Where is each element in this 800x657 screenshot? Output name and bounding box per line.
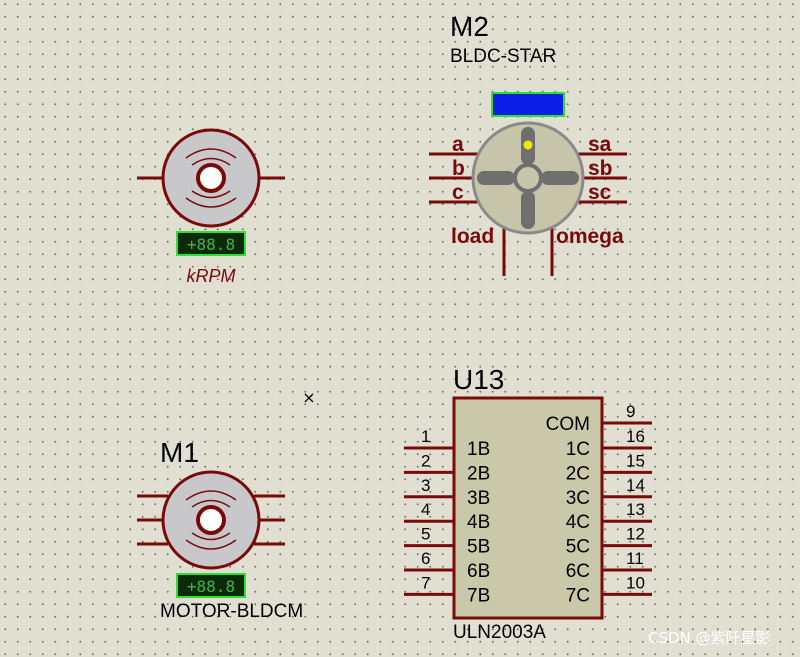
motor-top-arc: [191, 190, 231, 199]
m1-reference: M1: [160, 437, 199, 468]
u13-pin-label: 2B: [467, 463, 490, 484]
m2-pin-label-load: load: [451, 225, 494, 248]
u13-pin-label: 4C: [566, 512, 590, 533]
u13-reference: U13: [453, 364, 504, 395]
u13-pin-number: 4: [421, 500, 430, 519]
u13-right-pins: 16 1C 15 2C 14 3C 13 4C 12 5C 11 6C 10 7C: [566, 427, 652, 606]
u13-left-pins: 1 1B 2 2B 3 3B 4 4B 5 5B 6 6B 7 7B: [404, 427, 490, 606]
m1-display-value: +88.8: [187, 577, 235, 596]
u13-pin-label: 3C: [566, 488, 590, 509]
u13-pin-label: 5B: [467, 537, 490, 558]
u13-pin-label: 7C: [566, 585, 590, 606]
m2-pin-label-c: c: [452, 181, 464, 204]
m1-arc: [191, 499, 231, 508]
u13-pin-number: 7: [421, 573, 430, 592]
motor-top-display-value: +88.8: [187, 235, 235, 254]
u13-pin-number: 14: [626, 476, 645, 495]
cursor-cross: ×: [302, 388, 315, 407]
motor-top-display: +88.8: [176, 231, 246, 256]
u13-com-label: COM: [546, 414, 590, 435]
u13-pin-label: 3B: [467, 488, 490, 509]
u13-pin-label: 6B: [467, 561, 490, 582]
u13-pin-label: 7B: [467, 585, 490, 606]
u13-pin-number: 11: [626, 549, 644, 568]
u13-pin-label: 4B: [467, 512, 490, 533]
m2-pin-label-b: b: [452, 157, 465, 180]
m1-display: +88.8: [176, 573, 246, 598]
u13-pin-number: 2: [421, 451, 430, 470]
motor-top-shaft: [196, 163, 226, 193]
m2-pins: [429, 152, 627, 276]
u13-pin-number: 15: [626, 451, 645, 470]
motor-top-left[interactable]: [137, 128, 285, 228]
m2-hall-indicator: [523, 140, 533, 150]
m2-pin-label-sb: sb: [588, 157, 613, 180]
u13-pin-number: 1: [421, 427, 430, 446]
m2-value: BLDC-STAR: [450, 46, 556, 67]
m1-arc: [185, 539, 237, 550]
motor-top-arc: [191, 157, 231, 166]
m2-rotor: [513, 163, 543, 193]
u13-value: ULN2003A: [453, 622, 546, 643]
m1-shaft: [196, 505, 226, 535]
u13-pin-number: 13: [626, 500, 645, 519]
m2-reference: M2: [450, 11, 489, 42]
m2-pin-label-sc: sc: [588, 181, 612, 204]
u13-pin-label: 2C: [566, 463, 590, 484]
m1-arc: [191, 532, 231, 541]
motor-m1[interactable]: [137, 470, 285, 570]
u13-pin-label: 6C: [566, 561, 590, 582]
u13-pin-number: 10: [626, 573, 645, 592]
m2-pin-label-a: a: [452, 133, 464, 156]
u13-pin-label: 5C: [566, 537, 590, 558]
m2-body[interactable]: [471, 121, 585, 235]
u13-pin-number: 5: [421, 525, 430, 544]
m2-pin-label-omega: omega: [556, 225, 624, 248]
u13-pin-num-9: 9: [626, 402, 635, 421]
motor-top-arc: [185, 197, 237, 208]
u13-pin-number: 3: [421, 476, 430, 495]
u13-pin-label: 1B: [467, 439, 490, 460]
u13-pin-label: 1C: [566, 439, 590, 460]
m1-value: MOTOR-BLDCM: [160, 601, 303, 622]
motor-top-unit-label: kRPM: [187, 266, 236, 286]
u13-pin-number: 12: [626, 525, 645, 544]
u13-pin-number: 16: [626, 427, 645, 446]
u13-body[interactable]: [452, 396, 604, 620]
u13-pin-number: 6: [421, 549, 430, 568]
m2-pin-label-sa: sa: [588, 133, 612, 156]
watermark: CSDN @紫阡星影: [648, 629, 771, 647]
m1-arc: [185, 490, 237, 501]
m2-status-indicator: [491, 92, 565, 117]
motor-top-arc: [185, 148, 237, 159]
